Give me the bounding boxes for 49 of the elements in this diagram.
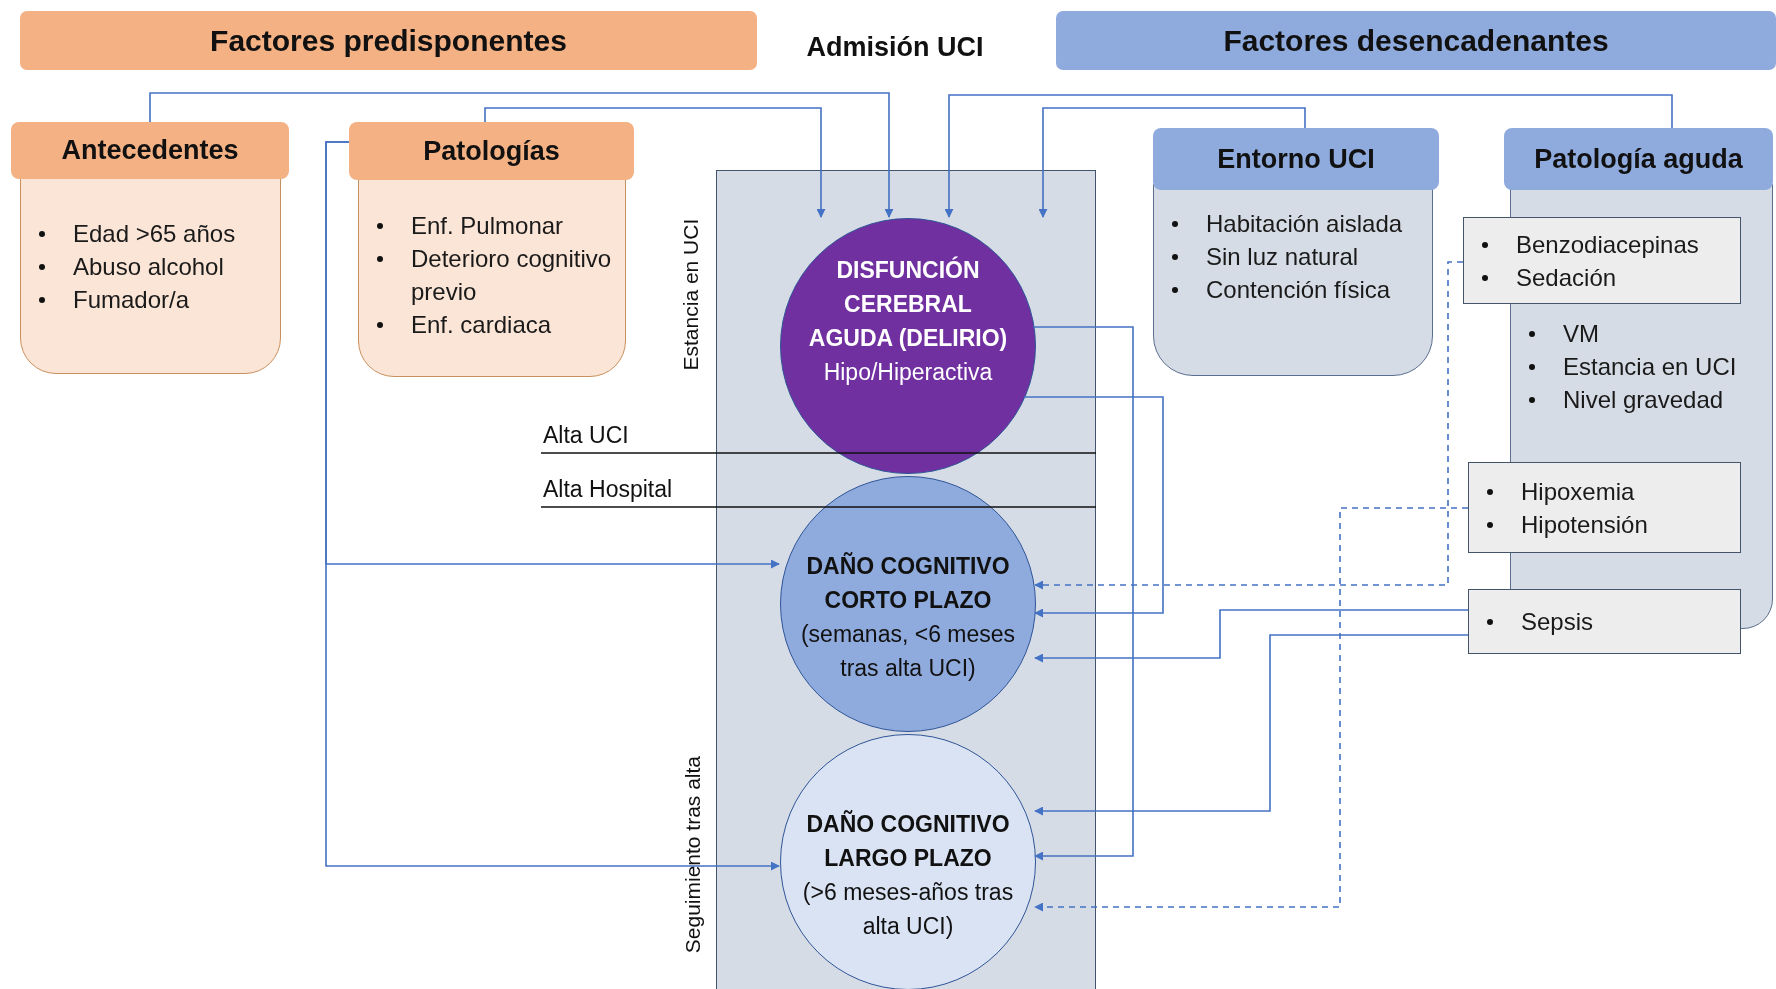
arrow: [1038, 107, 1306, 218]
list-item: Nivel gravedad: [1563, 385, 1724, 415]
list-item: Hipoxemia: [1521, 476, 1635, 507]
list-item: VM: [1563, 319, 1599, 349]
list-item: Estancia en UCI: [1563, 352, 1737, 382]
dashed-arrow: [1034, 507, 1469, 912]
circle-subtitle: Hipo/Hiperactiva: [823, 358, 993, 387]
phase-label: Estancia en UCI: [678, 217, 704, 373]
arrow: [325, 141, 780, 871]
circle-title: DISFUNCIÓN CEREBRAL AGUDA (DELIRIO): [807, 255, 1009, 353]
list-item: Sin luz natural: [1206, 242, 1359, 272]
list-item: Benzodiacepinas: [1516, 229, 1699, 260]
arrow: [1023, 396, 1164, 618]
factor-box: [1468, 462, 1741, 553]
list-item: Contención física: [1206, 275, 1391, 305]
phase-label: Seguimiento tras alta: [680, 754, 706, 956]
list-item: Hipotensión: [1521, 509, 1648, 540]
list-item: Enf. cardiaca: [411, 310, 552, 340]
list-item: Fumador/a: [73, 285, 190, 315]
arrow: [149, 92, 894, 218]
arrow: [1032, 326, 1134, 861]
milestone-label: Alta Hospital: [543, 476, 674, 504]
circle-title: DAÑO COGNITIVO LARGO PLAZO: [805, 809, 1011, 873]
category-header: Patología aguda: [1504, 128, 1773, 190]
list-item: Edad >65 años: [73, 219, 236, 249]
arrow: [1034, 634, 1469, 816]
category-header: Entorno UCI: [1153, 128, 1439, 190]
circle-subtitle: (>6 meses-años tras alta UCI): [801, 878, 1015, 941]
factor-box: [1463, 217, 1741, 304]
arrow: [484, 107, 826, 218]
category-header: Antecedentes: [11, 122, 289, 179]
stage-heading: Admisión UCI: [805, 31, 985, 64]
circle-subtitle: (semanas, <6 meses tras alta UCI): [799, 620, 1017, 683]
timeline-panel: [716, 170, 1096, 989]
arrow: [1034, 609, 1469, 663]
dashed-arrow: [1034, 261, 1464, 590]
milestone-label: Alta UCI: [543, 422, 630, 450]
list-item: Abuso alcohol: [73, 252, 224, 282]
list-item: Enf. Pulmonar: [411, 211, 564, 241]
section-banner: Factores desencadenantes: [1056, 11, 1776, 70]
arrow: [944, 94, 1673, 218]
section-banner: Factores predisponentes: [20, 11, 757, 70]
list-item: Habitación aislada: [1206, 209, 1403, 239]
factor-box: [1468, 589, 1741, 654]
list-item: Sedación: [1516, 262, 1617, 293]
category-header: Patologías: [349, 122, 634, 180]
list-item: Deterioro cognitivo previo: [411, 244, 613, 307]
list-item: Sepsis: [1521, 607, 1594, 637]
circle-title: DAÑO COGNITIVO CORTO PLAZO: [805, 551, 1011, 615]
